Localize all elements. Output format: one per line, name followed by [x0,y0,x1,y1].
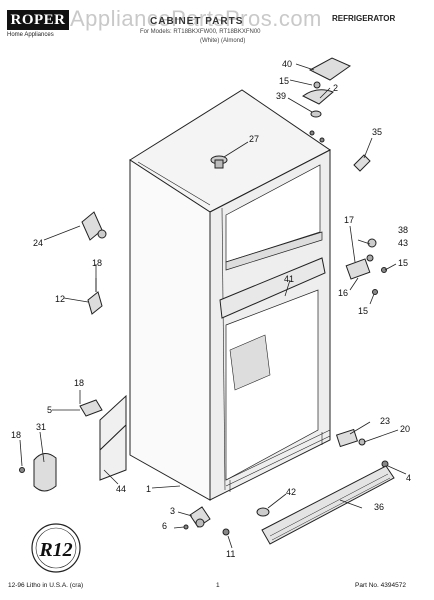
callout-5: 5 [47,405,53,415]
callout-3: 3 [170,506,176,516]
model-list: For Models: RT18BKXFW00, RT18BKXFN00 [140,29,261,35]
callout-42: 42 [286,487,297,497]
callout-15-center: 15 [398,258,409,268]
callout-24: 24 [33,238,44,248]
lower-right-hinge [335,428,389,468]
watermark: AppliancePartsPros.com [70,6,322,31]
callout-15: 15 [279,76,290,86]
brand-logo: ROPER [7,10,69,30]
part-42-leveler [256,507,270,517]
part-36-grille [261,465,395,545]
lower-left-parts [79,394,127,481]
callout-38: 38 [398,225,409,235]
top-hinge-assembly [302,57,352,143]
callout-27: 27 [249,134,260,144]
callout-17: 17 [344,215,355,225]
cabinet-body [129,89,331,501]
callout-23: 23 [380,416,391,426]
callout-11: 11 [226,549,236,559]
part-12-bracket [87,278,103,315]
callout-35: 35 [372,127,383,137]
callout-18-left: 18 [11,430,22,440]
part-24-latch [81,211,107,241]
part-31-cover [19,453,57,492]
part-35-plug [353,154,371,172]
appliance-category: REFRIGERATOR [332,14,396,23]
callout-4: 4 [406,473,412,483]
callout-41: 41 [284,274,295,284]
callout-18: 18 [92,258,103,268]
callout-1: 1 [146,484,152,494]
brand-subtitle: Home Appliances [7,32,54,38]
center-hinge-assembly [345,238,387,295]
callout-2: 2 [333,83,339,93]
callout-12: 12 [55,294,66,304]
page-title: CABINET PARTS [150,16,244,27]
callout-36: 36 [374,502,385,512]
callout-20: 20 [400,424,411,434]
callout-40: 40 [282,59,293,69]
callout-44: 44 [116,484,127,494]
callout-39: 39 [276,91,287,101]
callout-43: 43 [398,238,409,248]
callout-31: 31 [36,422,47,432]
part-3-roller [183,506,230,536]
color-list: (White) (Almond) [200,38,246,44]
callout-16: 16 [338,288,349,298]
refrigerant-badge-label: R12 [38,539,72,561]
callout-6: 6 [162,521,168,531]
part-27-button [210,155,228,169]
leader-lines [19,63,407,549]
print-info: 12-96 Litho in U.S.A. (cra) [8,582,84,589]
callout-15-lower: 15 [358,306,369,316]
part-number: Part No. 4394572 [355,582,406,589]
refrigerant-badge [31,523,81,573]
callout-18-lower: 18 [74,378,85,388]
page-number: 1 [216,582,220,589]
